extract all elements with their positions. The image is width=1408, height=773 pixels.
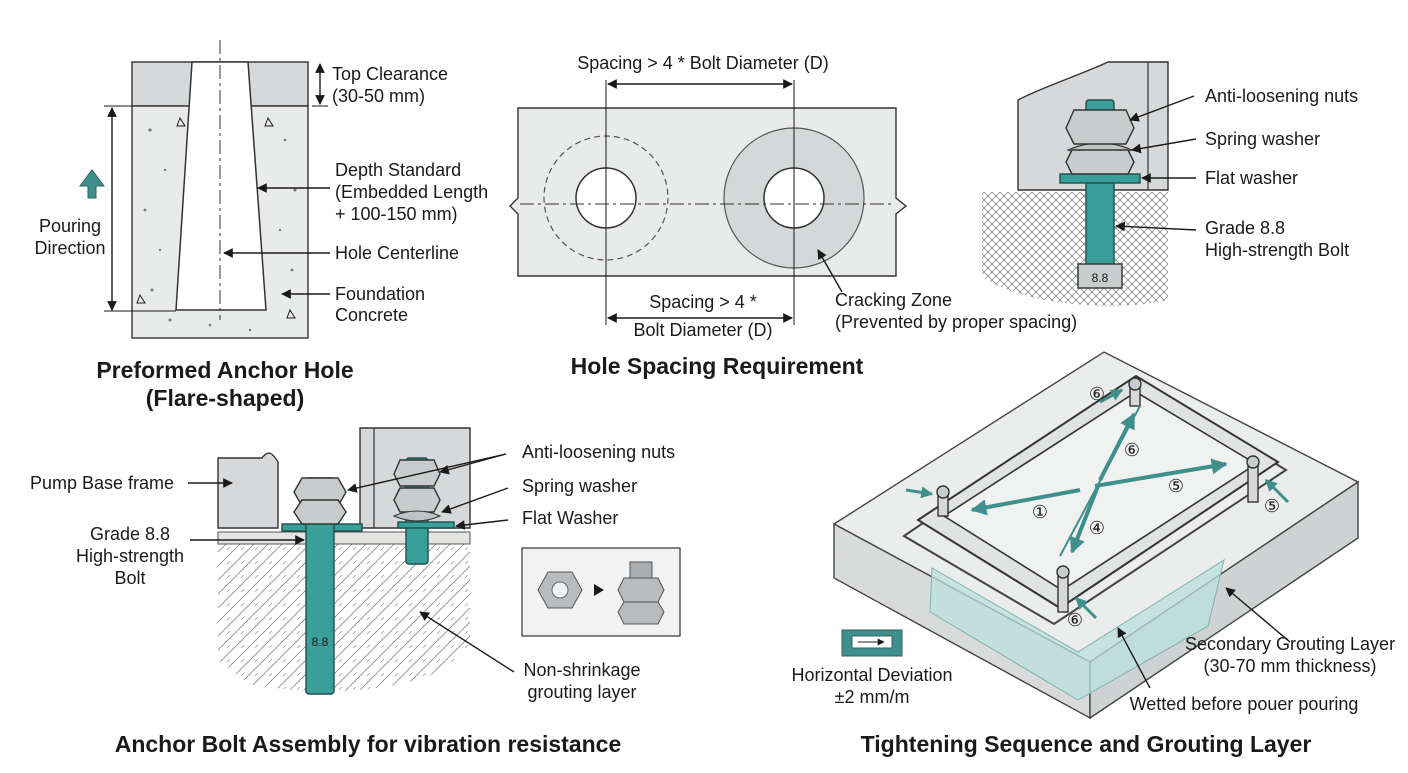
panel-hole-spacing: Spacing > 4 * Bolt Diameter (D) Spacing … [509,53,1077,379]
flat-washer [1059,173,1141,184]
seq-6-top: ⑥ [1089,384,1105,404]
foundation-label-2: Concrete [335,305,408,325]
assembly-grade-3: Bolt [114,568,145,588]
spacing-bottom-label-2: Bolt Diameter (D) [633,320,772,340]
anti-loosening-nut-bottom [1065,149,1135,175]
foundation-hatch [218,542,470,692]
wetted-label: Wetted before pouer pouring [1130,694,1359,714]
seq-6-bottom: ⑥ [1067,610,1083,630]
pouring-direction-arrow-icon [79,169,105,199]
pump-base-frame-left [217,452,279,529]
pouring-label-1: Pouring [39,216,101,236]
preformed-title-1: Preformed Anchor Hole [96,357,353,383]
horizontal-deviation-1: Horizontal Deviation [791,665,952,685]
spring-washer-right [392,510,442,522]
anti-loosening-nut-top [1065,109,1135,145]
foundation-label-1: Foundation [335,284,425,304]
cracking-label-2: (Prevented by proper spacing) [835,312,1077,332]
grouting-layer [217,531,471,545]
flared-hole [175,61,267,311]
grade-label-2: High-strength Bolt [1205,240,1349,260]
anti-loosening-label: Anti-loosening nuts [1205,86,1358,106]
pouring-label-2: Direction [34,238,105,258]
hatched-foundation [982,192,1168,306]
panel-bolt-detail: 8.8 Anti-loosening nuts Spring washer Fl… [982,61,1358,306]
top-clearance-label-2: (30-50 mm) [332,86,425,106]
slab-front-right [1089,480,1359,720]
bolt-head [1077,263,1123,289]
panel-tightening: ① ④ ⑤ ⑥ ⑤ ⑥ ⑥ Secondary Grouting Layer (… [791,351,1395,757]
locked-nut-icon [617,577,665,603]
nut-left-bottom [293,499,347,525]
grouting-label-1: Non-shrinkage [523,660,640,680]
assembly-grade-1: Grade 8.8 [90,524,170,544]
flat-washer-label: Flat washer [1205,168,1298,188]
assembly-grade-2: High-strength [76,546,184,566]
assembly-title: Anchor Bolt Assembly for vibration resis… [115,731,622,757]
spacing-title: Hole Spacing Requirement [571,353,864,379]
spring-washer-label: Spring washer [1205,129,1320,149]
secondary-grouting-layer [929,558,1225,701]
transform-arrow-icon [594,584,604,596]
seq-5-side: ⑤ [1264,496,1280,516]
flat-washer-right [397,521,455,529]
seq-5-center: ⑤ [1168,476,1184,496]
spacing-bottom-label-1: Spacing > 4 * [649,292,757,312]
hole-centerline-label: Hole Centerline [335,243,459,263]
secondary-grout-label-1: Secondary Grouting Layer [1185,634,1395,654]
seq-6-center: ⑥ [1124,440,1140,460]
assembly-anti-loosening: Anti-loosening nuts [522,442,675,462]
depth-label-3: + 100-150 mm) [335,204,458,224]
seq-4: ④ [1089,518,1105,538]
depth-label-2: (Embedded Length [335,182,488,202]
horizontal-deviation-2: ±2 mm/m [835,687,910,707]
tightening-title: Tightening Sequence and Grouting Layer [861,731,1312,757]
level-icon [841,629,903,657]
pump-base-label: Pump Base frame [30,473,174,493]
nut-photo-inset [521,547,681,637]
tightening-sequence-arrows [905,388,1290,620]
concrete-speckles [136,116,297,332]
seq-1: ① [1032,502,1048,522]
cracking-label-1: Cracking Zone [835,290,952,310]
grade-label-1: Grade 8.8 [1205,218,1285,238]
assembly-flat-washer: Flat Washer [522,508,618,528]
frame-bolts [936,377,1260,613]
assembly-bolt-mark: 8.8 [312,635,329,649]
top-clearance-label-1: Top Clearance [332,64,448,84]
panel-anchor-assembly: 8.8 Pump Base frame Grade 8.8 High-stren… [30,427,681,757]
nut-right-top [393,459,441,487]
bolt-grade-mark: 8.8 [1092,271,1109,285]
nut-right-bottom [393,487,441,513]
grouting-label-2: grouting layer [527,682,636,702]
preformed-title-2: (Flare-shaped) [146,385,304,411]
panel-preformed-hole: Top Clearance (30-50 mm) Pouring Directi… [34,40,488,411]
spacing-top-label: Spacing > 4 * Bolt Diameter (D) [577,53,829,73]
secondary-grout-label-2: (30-70 mm thickness) [1203,656,1376,676]
depth-label-1: Depth Standard [335,160,461,180]
assembly-spring-washer: Spring washer [522,476,637,496]
